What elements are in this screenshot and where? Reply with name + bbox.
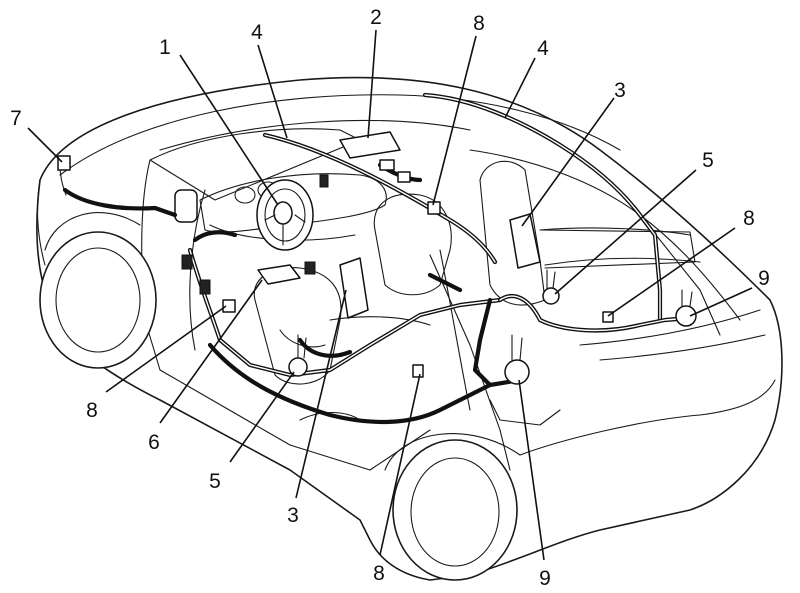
component-8-sensor-d xyxy=(602,311,614,323)
component-2-module xyxy=(339,131,401,159)
component-3-side-airbag-front xyxy=(339,257,369,319)
callout-9a: 9 xyxy=(758,267,770,290)
leader-lines xyxy=(27,29,753,561)
callout-7: 7 xyxy=(10,107,22,130)
callout-3b: 3 xyxy=(287,504,299,527)
component-9-retractor-right xyxy=(675,305,697,327)
windshield xyxy=(149,128,361,201)
component-9-retractor-left xyxy=(504,359,530,385)
callout-9b: 9 xyxy=(539,567,551,590)
car-roof-outline xyxy=(36,76,783,581)
callout-5b: 5 xyxy=(209,470,221,493)
interior xyxy=(199,160,696,421)
side-mirror xyxy=(174,189,198,223)
callout-8a: 8 xyxy=(86,399,98,422)
callout-2: 2 xyxy=(370,6,382,29)
callout-1: 1 xyxy=(159,36,171,59)
rear-seat xyxy=(479,160,546,306)
components xyxy=(57,131,697,385)
rear-wheel xyxy=(392,439,518,581)
callout-5a: 5 xyxy=(702,149,714,172)
dashboard xyxy=(199,173,387,233)
component-8-sensor-a xyxy=(222,299,236,313)
component-6-sensor xyxy=(257,264,301,285)
component-8-sensor-c xyxy=(412,364,424,378)
callout-8d: 8 xyxy=(373,562,385,585)
component-5-pretensioner-left xyxy=(288,357,308,377)
callout-8c: 8 xyxy=(743,207,755,230)
front-seat-right xyxy=(373,193,452,296)
wiring-harness xyxy=(62,92,693,425)
component-3-side-airbag-rear xyxy=(509,213,541,269)
callout-8b: 8 xyxy=(473,12,485,35)
callout-3a: 3 xyxy=(614,79,626,102)
callout-6: 6 xyxy=(148,431,160,454)
car-body xyxy=(36,76,783,581)
component-7-front-sensor xyxy=(57,155,71,171)
callout-labels: 1 2 3 3 4 4 5 5 6 7 8 8 8 8 9 9 xyxy=(10,6,770,590)
callout-4b: 4 xyxy=(537,37,549,60)
front-wheel xyxy=(39,231,157,369)
callout-4a: 4 xyxy=(251,21,263,44)
component-5-pretensioner-right xyxy=(542,287,560,305)
